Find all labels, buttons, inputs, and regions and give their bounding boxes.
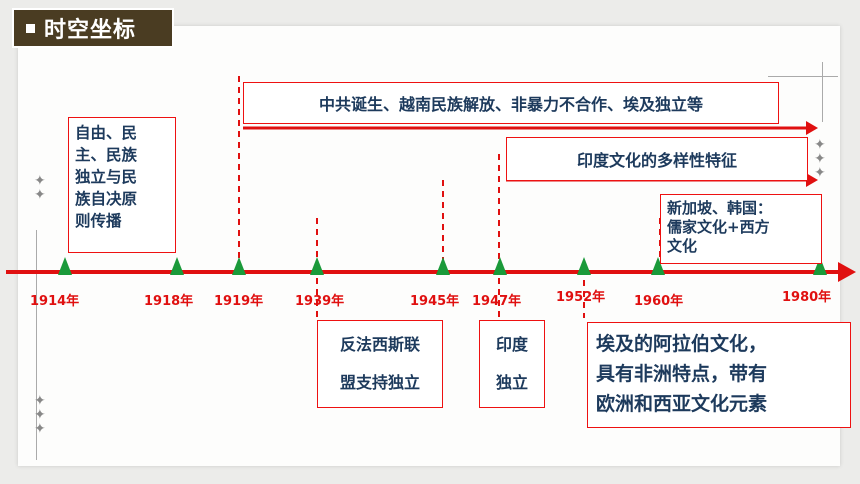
year-label: 1980年 (782, 290, 832, 305)
india-span-text: 印度文化的多样性特征 (576, 151, 737, 170)
note-line: 具有非洲特点，带有 (596, 363, 768, 385)
marker-1952 (577, 257, 591, 275)
decor-line-top-right-h (768, 76, 838, 77)
note-line: 反法西斯联 (339, 335, 420, 354)
note-line: 欧洲和西亚文化元素 (596, 393, 768, 415)
india-span-arrow-head (806, 173, 818, 187)
marker-1919 (232, 257, 246, 275)
marker-1918 (170, 257, 184, 275)
marker-1939 (310, 257, 324, 275)
note-line: 印度 (495, 335, 528, 354)
decor-line-top-right-v (822, 62, 823, 122)
note-line: 儒家文化+西方 (667, 218, 770, 236)
note-1960-box: 新加坡、韩国： 儒家文化+西方 文化 (660, 194, 822, 264)
note-line: 独立与民 (75, 167, 138, 186)
marker-1960 (651, 257, 665, 275)
note-line: 则传播 (75, 211, 122, 230)
note-line: 新加坡、韩国： (667, 199, 773, 217)
note-line: 盟支持独立 (339, 373, 420, 392)
marker-1980 (813, 257, 827, 275)
year-label: 1952年 (556, 290, 606, 305)
note-1952-box: 埃及的阿拉伯文化， 具有非洲特点，带有 欧洲和西亚文化元素 (587, 322, 851, 428)
note-line: 族自决原 (75, 189, 138, 208)
note-line: 独立 (495, 373, 528, 392)
note-line: 文化 (667, 237, 698, 255)
decor-line-left (36, 230, 37, 460)
india-span-box: 印度文化的多样性特征 (506, 137, 808, 181)
top-span-box: 中共诞生、越南民族解放、非暴力不合作、埃及独立等 (243, 82, 779, 124)
year-label: 1947年 (472, 294, 522, 309)
note-line: 主、民族 (75, 145, 138, 164)
bullet-square-icon (26, 23, 35, 33)
section-title: 时空坐标 (44, 18, 137, 43)
top-span-arrow-head (806, 121, 818, 135)
note-1939-box: 反法西斯联 盟支持独立 (317, 320, 443, 408)
year-label: 1945年 (410, 294, 460, 309)
year-markers (58, 257, 827, 275)
top-span-text: 中共诞生、越南民族解放、非暴力不合作、埃及独立等 (318, 95, 703, 114)
year-label: 1939年 (295, 294, 345, 309)
marker-1947 (493, 257, 507, 275)
note-1947-box: 印度 独立 (479, 320, 545, 408)
year-label: 1960年 (634, 294, 684, 309)
section-title-tab: 时空坐标 (12, 8, 174, 48)
sparkle-icon: ✦✦ (34, 173, 46, 203)
note-1914-box: 自由、民 主、民族 独立与民 族自决原 则传播 (68, 117, 176, 253)
sparkle-icon: ✦✦✦ (814, 137, 826, 181)
timeline-arrow-head (838, 262, 856, 282)
note-line: 埃及的阿拉伯文化， (596, 333, 768, 355)
year-label: 1914年 (30, 294, 80, 309)
sparkle-icon: ✦✦✦ (34, 393, 46, 437)
note-line: 自由、民 (75, 123, 138, 142)
marker-1945 (436, 257, 450, 275)
marker-1914 (58, 257, 72, 275)
year-label: 1919年 (214, 294, 264, 309)
year-label: 1918年 (144, 294, 194, 309)
